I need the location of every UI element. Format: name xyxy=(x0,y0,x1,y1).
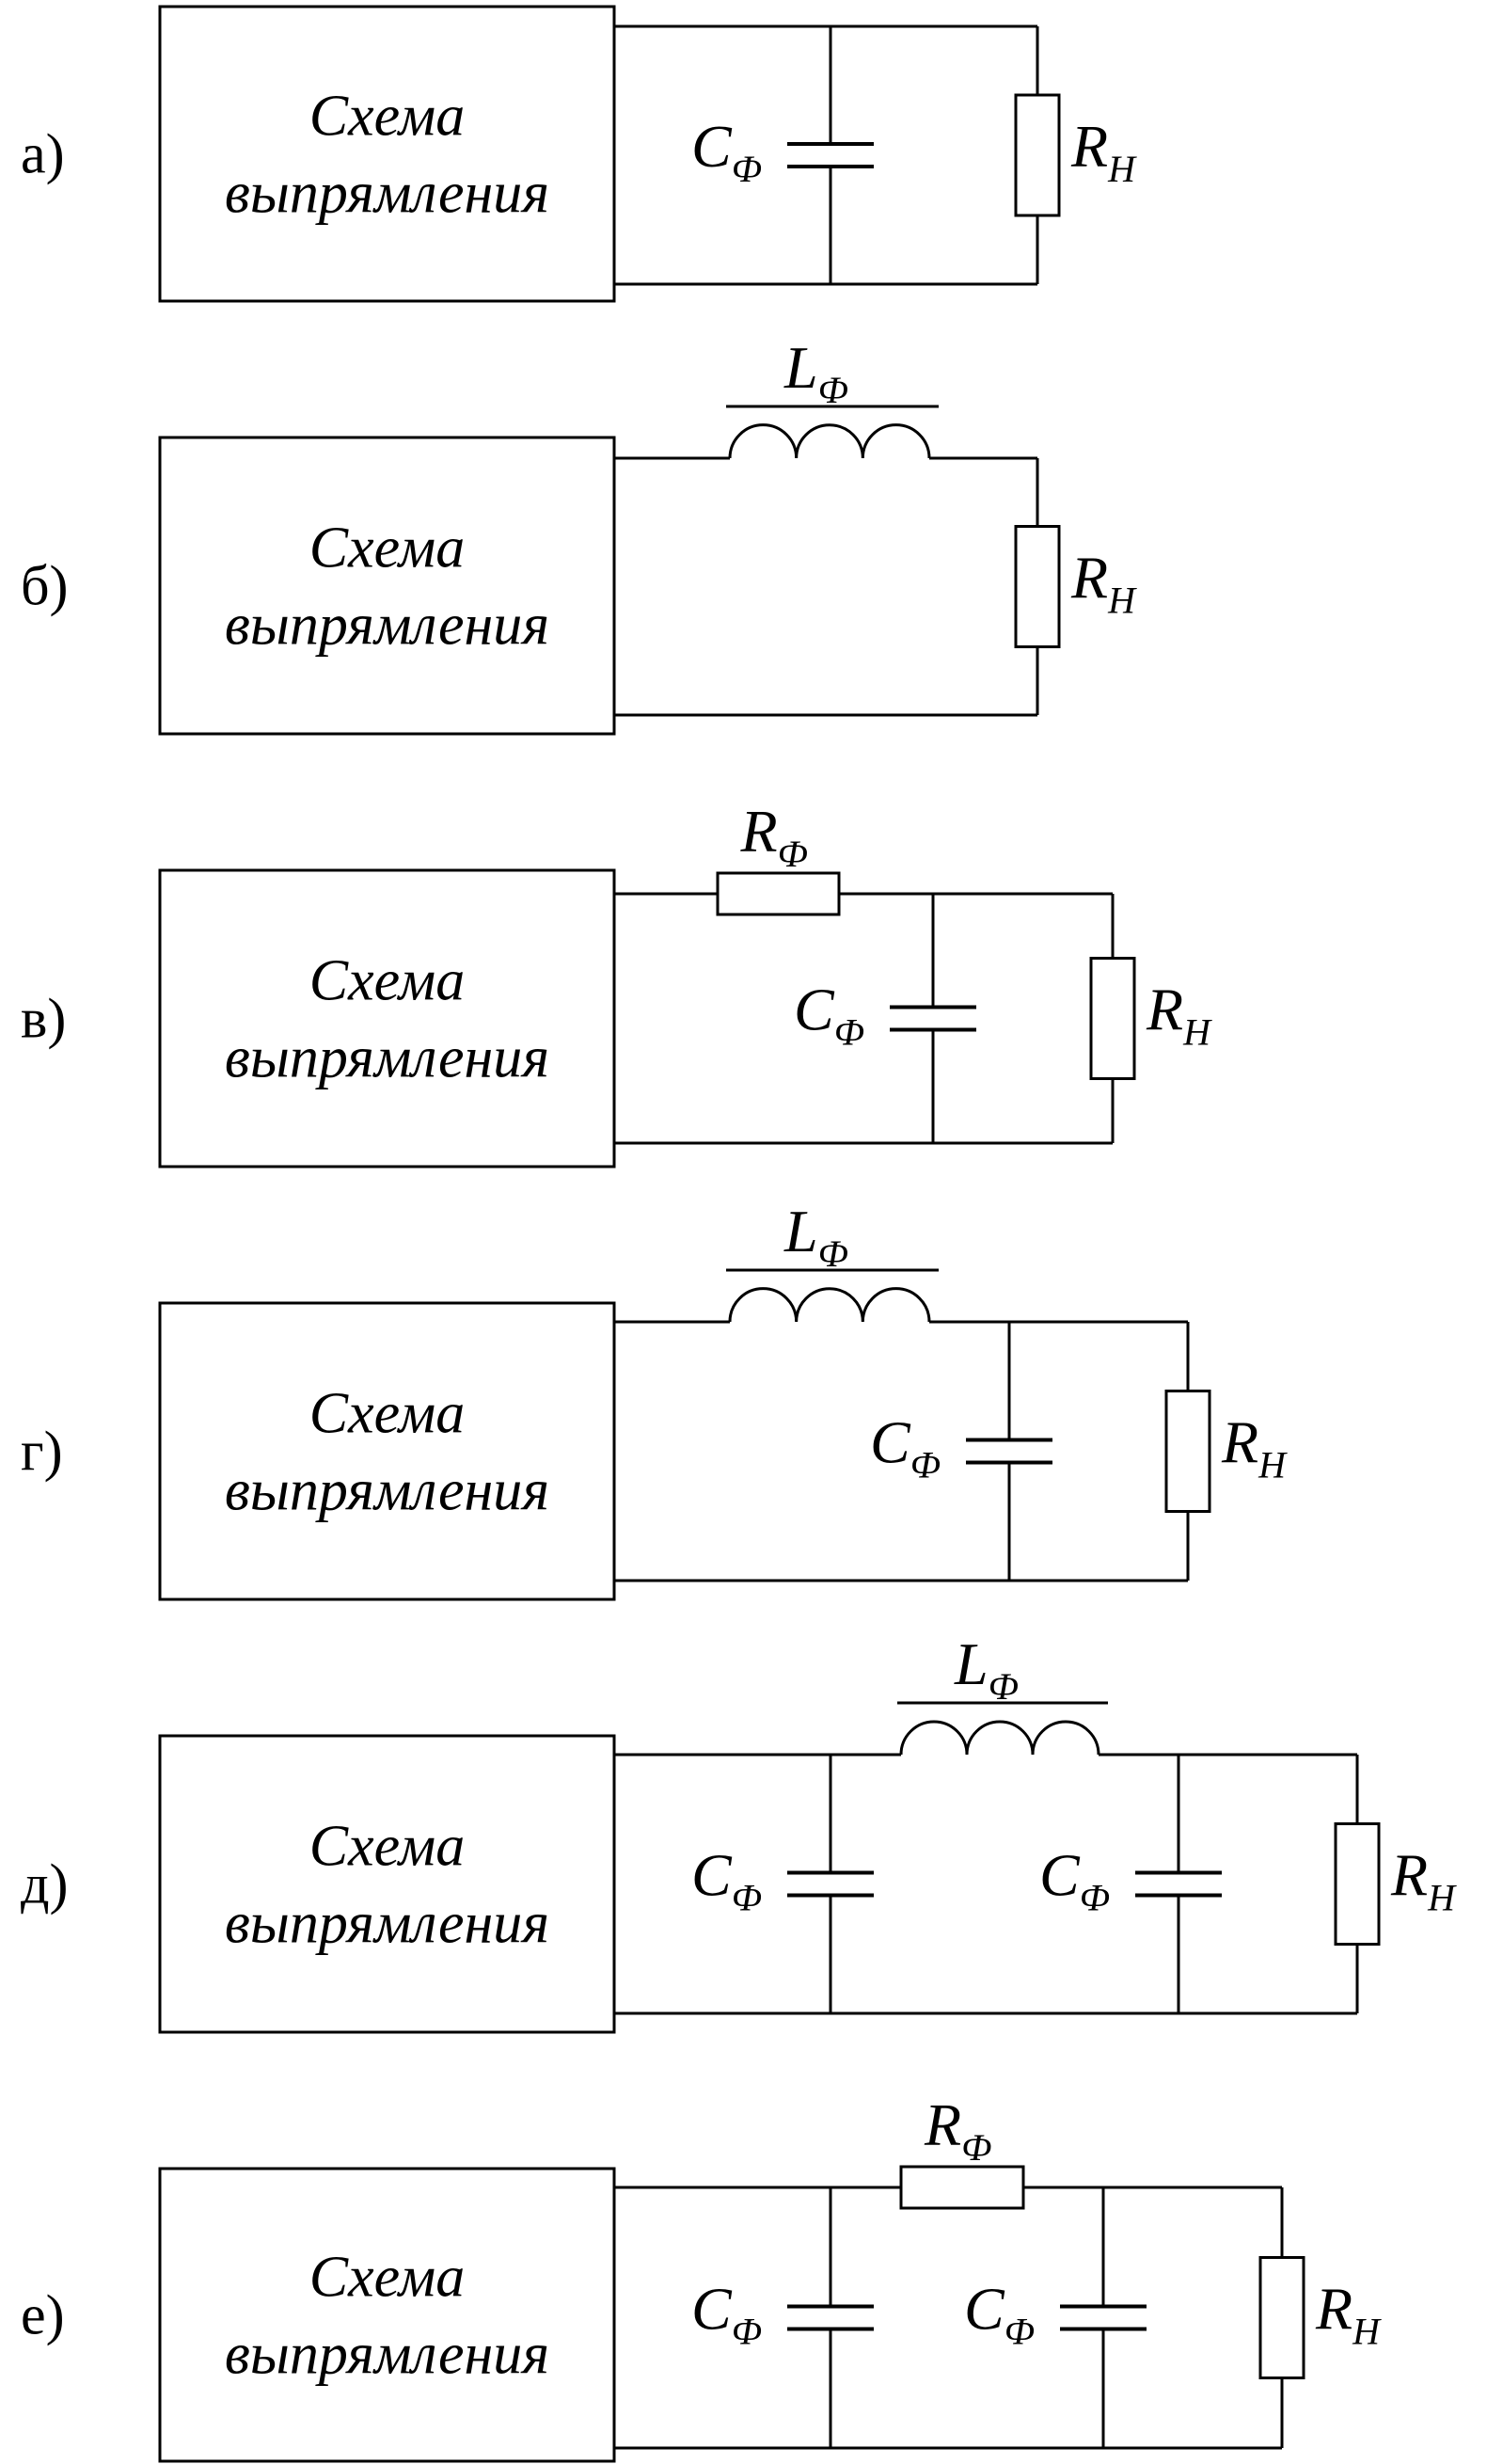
load-resistor-label: RН xyxy=(1070,545,1137,622)
rectifier-box-label-1: Схема xyxy=(309,85,465,149)
rectifier-box-label-1: Схема xyxy=(309,517,465,580)
load-resistor xyxy=(1258,2256,1305,2379)
capacitor-label: CФ xyxy=(794,977,864,1054)
rectifier-box-label-2: выпрямления xyxy=(225,1892,549,1956)
inductor xyxy=(728,423,931,459)
row-label: е) xyxy=(21,2284,65,2346)
capacitor-label: CФ xyxy=(1039,1842,1110,1919)
load-resistor xyxy=(1334,1822,1381,1946)
capacitor-label: CФ xyxy=(691,2276,762,2353)
inductor xyxy=(728,1287,931,1323)
load-resistor-label: RН xyxy=(1390,1842,1457,1919)
row-label: а) xyxy=(21,123,65,185)
rectifier-box-label-1: Схема xyxy=(309,2246,465,2310)
circuit-row: г) Схема выпрямления LФ CФ RН xyxy=(21,1198,1288,1601)
inductor-label: LФ xyxy=(783,1198,848,1275)
series-resistor xyxy=(716,871,841,916)
rectifier-box-label-2: выпрямления xyxy=(225,1459,549,1523)
rectifier-box xyxy=(158,436,616,736)
capacitor-label: CФ xyxy=(964,2276,1035,2353)
circuit-row: в) Схема выпрямления RФ CФ RН xyxy=(21,798,1212,1168)
rectifier-box-label-2: выпрямления xyxy=(225,594,549,658)
load-resistor xyxy=(1014,525,1061,648)
rectifier-box-label-2: выпрямления xyxy=(225,1026,549,1090)
rectifier-box xyxy=(158,5,616,303)
circuit-row: а) Схема выпрямления CФ RН xyxy=(21,5,1137,303)
row-label: в) xyxy=(21,988,66,1050)
circuit-row: е) Схема выпрямления CФ RФ CФ RН xyxy=(21,2091,1382,2463)
inductor-label: LФ xyxy=(783,334,848,411)
inductor-label: LФ xyxy=(954,1630,1019,1708)
load-resistor xyxy=(1089,957,1136,1080)
inductor xyxy=(899,1720,1100,1756)
rectifier-box-label-2: выпрямления xyxy=(225,162,549,226)
rectifier-box xyxy=(158,1301,616,1601)
load-resistor xyxy=(1164,1390,1211,1513)
capacitor-label: CФ xyxy=(870,1409,941,1486)
capacitor-label: CФ xyxy=(691,1842,762,1919)
rectifier-box xyxy=(158,1734,616,2034)
circuit-row: б) Схема выпрямления LФ RН xyxy=(21,334,1137,736)
capacitor-label: CФ xyxy=(691,113,762,190)
rectifier-box-label-1: Схема xyxy=(309,1382,465,1446)
load-resistor-label: RН xyxy=(1221,1409,1288,1486)
row-label: г) xyxy=(21,1421,63,1483)
row-label: д) xyxy=(21,1853,69,1916)
series-resistor-label: RФ xyxy=(924,2091,991,2169)
rectifier-box xyxy=(158,868,616,1168)
rectifier-box-label-1: Схема xyxy=(309,949,465,1013)
load-resistor-label: RН xyxy=(1146,977,1212,1054)
series-resistor xyxy=(899,2165,1025,2210)
rectifier-box-label-1: Схема xyxy=(309,1815,465,1879)
circuit-row: д) Схема выпрямления CФ LФ CФ RН xyxy=(21,1630,1457,2034)
series-resistor-label: RФ xyxy=(740,798,808,875)
load-resistor-label: RН xyxy=(1315,2276,1382,2353)
rectifier-box-label-2: выпрямления xyxy=(225,2323,549,2387)
row-label: б) xyxy=(21,555,69,617)
load-resistor xyxy=(1014,93,1061,217)
load-resistor-label: RН xyxy=(1070,113,1137,190)
rectifier-box xyxy=(158,2167,616,2463)
